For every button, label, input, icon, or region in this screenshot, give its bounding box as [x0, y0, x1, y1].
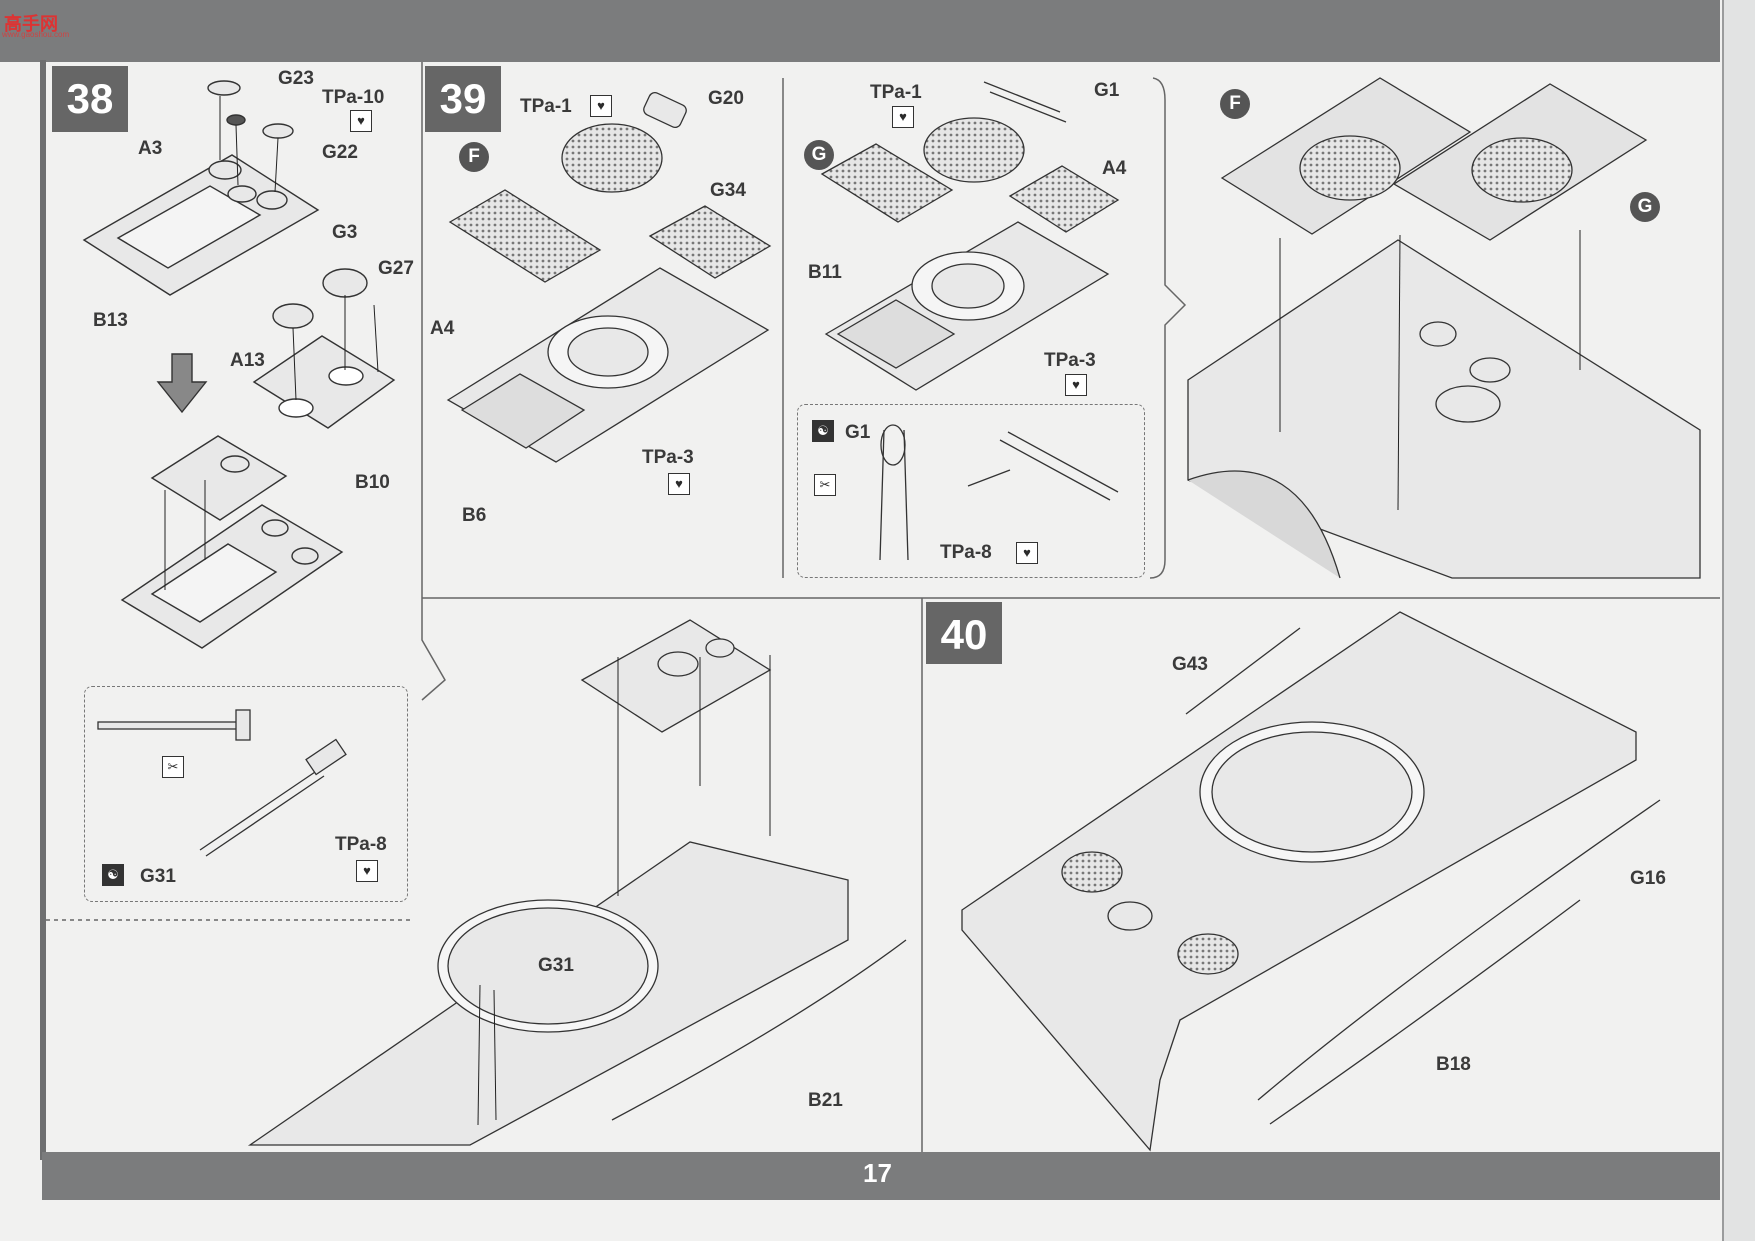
bracket-39 [1149, 77, 1187, 579]
sub-assembly-f-badge: F [1220, 89, 1250, 119]
label-lower-g31: G31 [538, 955, 574, 976]
label-a3: A3 [138, 138, 163, 159]
sub-assembly-g-badge: G [1630, 192, 1660, 222]
glue-icon: ♥ [892, 106, 914, 128]
cut-icon: ✂ [814, 474, 836, 496]
step39-hull [1187, 77, 1701, 579]
page-number: 17 [863, 1158, 892, 1188]
label-f-b6: B6 [462, 505, 487, 526]
label-tpa10: TPa-10 [322, 87, 385, 108]
step-number-38: 38 [52, 66, 128, 132]
watermark-url: www.gaoshou.com [2, 30, 70, 39]
label-f-g20: G20 [708, 88, 744, 109]
inset-g31-tool [84, 686, 408, 902]
label-f-tpa3: TPa-3 [642, 447, 694, 468]
label-f-a4: A4 [430, 318, 455, 339]
sub-assembly-f-badge: F [459, 142, 489, 172]
b21-cable [611, 939, 907, 1121]
tpa1-mesh [561, 123, 663, 193]
label-g-b11: B11 [808, 262, 842, 283]
label-g-tpa3: TPa-3 [1044, 350, 1096, 371]
option-icon: ☯ [812, 420, 834, 442]
glue-icon: ♥ [668, 473, 690, 495]
b10-plate [252, 335, 396, 429]
label-b10: B10 [355, 472, 390, 493]
label-g23: G23 [278, 68, 314, 89]
label-inset-g1: G1 [845, 422, 871, 443]
down-arrow-icon [156, 353, 208, 414]
step38-parts [82, 80, 396, 649]
sub-assembly-g-badge: G [804, 140, 834, 170]
label-f-g34: G34 [710, 180, 746, 201]
label-inset-tpa8: TPa-8 [940, 542, 992, 563]
glue-icon: ♥ [1016, 542, 1038, 564]
label-g43: G43 [1172, 654, 1208, 675]
g3-part [322, 268, 368, 298]
g20-part [643, 91, 687, 129]
right-page-edge [1722, 0, 1755, 1241]
step39-g-parts [820, 81, 1120, 391]
label-g-tpa1: TPa-1 [870, 82, 922, 103]
g16-cable [1257, 799, 1661, 1101]
label-g27: G27 [378, 258, 414, 279]
top-bar [0, 0, 1720, 62]
glue-icon: ♥ [350, 110, 372, 132]
left-binding-edge [40, 60, 46, 1160]
inset-g1-tool [797, 404, 1145, 578]
label-g22: G22 [322, 142, 358, 163]
label-lower-b21: B21 [808, 1090, 843, 1111]
label-inset-g31: G31 [140, 866, 176, 887]
g23-part [207, 80, 241, 96]
label-g-g1: G1 [1094, 80, 1120, 101]
label-b18: B18 [1436, 1054, 1471, 1075]
step-number-39: 39 [425, 66, 501, 132]
step-number-40: 40 [926, 602, 1002, 664]
hull-lower-left [247, 619, 907, 1146]
cut-icon: ✂ [162, 756, 184, 778]
label-g3: G3 [332, 222, 358, 243]
a13-part [272, 303, 314, 329]
b18-cable [1269, 899, 1581, 1125]
label-b13: B13 [93, 310, 128, 331]
label-a13: A13 [230, 350, 265, 371]
label-g16: G16 [1630, 868, 1666, 889]
step40-hull [961, 611, 1661, 1152]
glue-icon: ♥ [1065, 374, 1087, 396]
bottom-bar [42, 1152, 1720, 1200]
label-f-tpa1: TPa-1 [520, 96, 572, 117]
label-inset-tpa8: TPa-8 [335, 834, 387, 855]
watermark-logo: 高手网 [4, 14, 58, 34]
glue-icon: ♥ [590, 95, 612, 117]
step39-f-parts [446, 91, 772, 463]
option-icon: ☯ [102, 864, 124, 886]
glue-icon: ♥ [356, 860, 378, 882]
g22-part [262, 123, 294, 139]
label-g-a4: A4 [1102, 158, 1127, 179]
